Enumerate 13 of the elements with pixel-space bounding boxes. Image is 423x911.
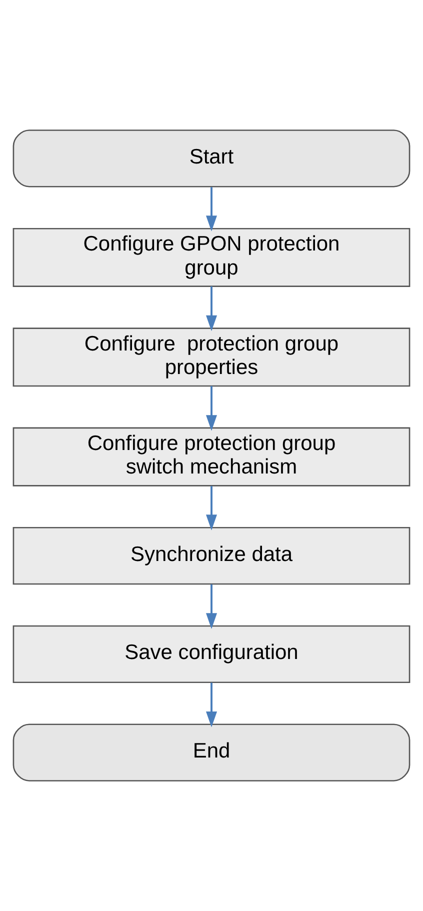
arrow [206, 682, 218, 728]
node-box: Configure protection group switch mechanism [12, 427, 410, 486]
node-box: Synchronize data [12, 526, 410, 585]
arrow [206, 187, 218, 232]
arrow [206, 584, 218, 629]
arrow [206, 286, 218, 332]
node-box: Configure GPON protection group [12, 228, 410, 287]
node-box: Start [12, 130, 410, 188]
arrow [206, 486, 218, 530]
node-box: Save configuration [12, 625, 410, 684]
node-box: Configure protection group properties [12, 328, 410, 387]
arrow [206, 386, 218, 431]
node-box: End [12, 724, 410, 782]
